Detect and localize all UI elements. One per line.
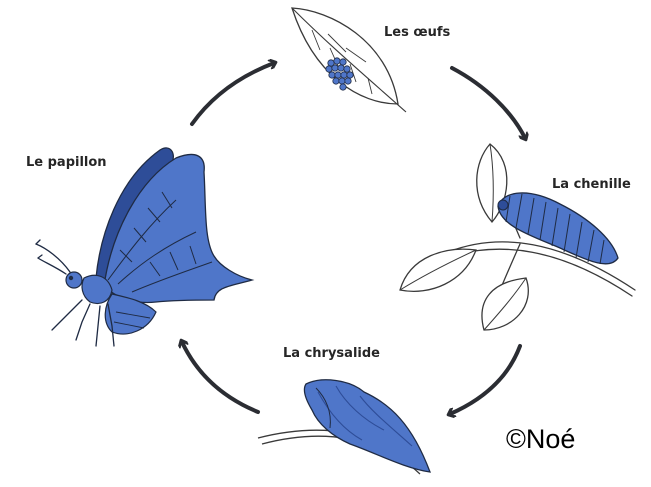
butterfly-icon <box>36 148 252 346</box>
copyright-credit: ©Noé <box>506 426 575 453</box>
cycle-arrows <box>182 63 525 414</box>
leaf-icon <box>400 144 528 330</box>
eggs-on-leaf-illustration <box>292 8 406 112</box>
arrow-caterpillar-to-chrysalis-icon <box>450 346 520 414</box>
caterpillar-on-branch-illustration <box>400 144 635 330</box>
chrysalis-icon <box>304 380 430 472</box>
label-butterfly: Le papillon <box>26 156 107 169</box>
chrysalis-illustration <box>258 380 430 474</box>
label-caterpillar: La chenille <box>552 178 631 191</box>
label-eggs: Les œufs <box>384 26 450 39</box>
leaf-icon <box>292 8 406 112</box>
arrow-chrysalis-to-butterfly-icon <box>182 342 258 412</box>
butterfly-illustration <box>36 148 252 346</box>
arrow-eggs-to-caterpillar-icon <box>452 68 525 138</box>
label-chrysalis: La chrysalide <box>283 347 380 360</box>
arrow-butterfly-to-eggs-icon <box>192 63 274 124</box>
